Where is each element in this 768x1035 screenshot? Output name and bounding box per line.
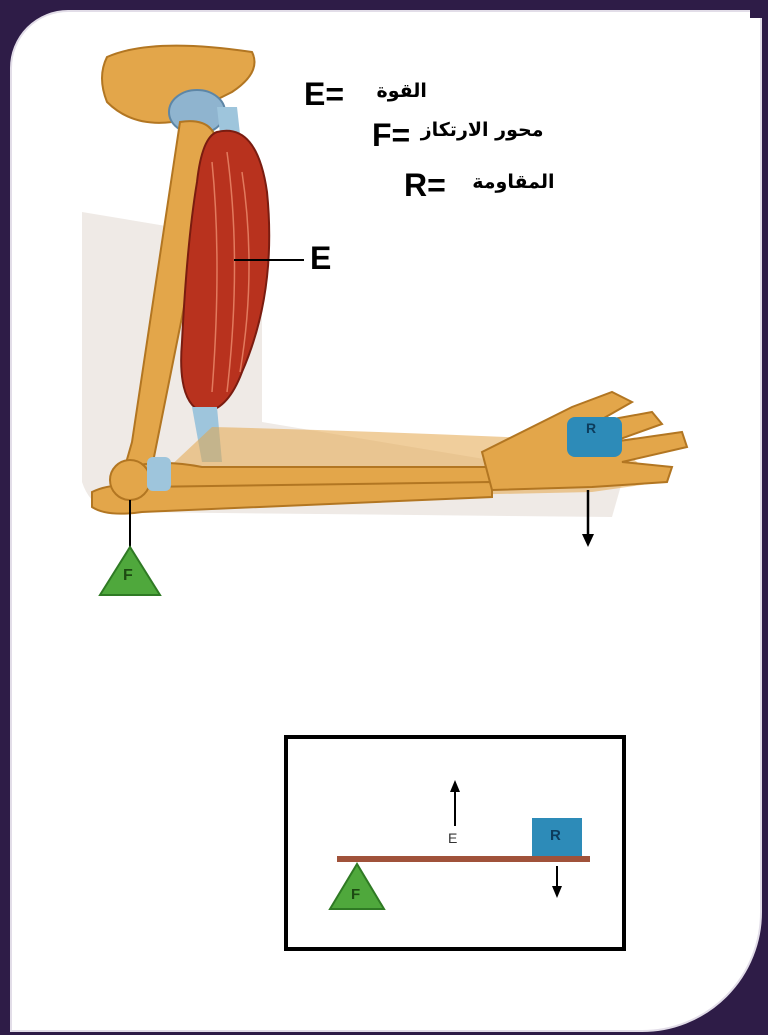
lever-resistance-label: R [550,827,561,844]
lever-effort-label: E [448,830,457,846]
legend-resistance-symbol: R= [404,167,446,203]
arm-effort-label: E [310,240,331,277]
legend-effort-symbol: E= [304,76,344,112]
legend-fulcrum-symbol: F= [372,117,410,153]
legend-resistance: R= المقاومة [404,167,555,204]
elbow-cartilage [147,457,171,491]
arm-illustration [12,12,762,1032]
arm-fulcrum-label: F [123,567,133,585]
legend-effort-text: القوة [376,80,426,102]
legend-fulcrum: F= محور الارتكاز [372,117,543,154]
corner-accent [750,0,768,18]
legend-resistance-text: المقاومة [472,171,554,193]
lever-bar [337,856,590,862]
arm-resistance-arrowhead [582,534,594,547]
legend-fulcrum-text: محور الارتكاز [421,119,544,141]
lever-fulcrum-label: F [351,886,360,903]
arm-resistance-label: R [586,420,596,436]
elbow-joint [110,460,150,500]
legend-effort: E= القوة [304,76,427,113]
slide-card: E= القوة F= محور الارتكاز R= المقاومة E … [10,10,762,1032]
